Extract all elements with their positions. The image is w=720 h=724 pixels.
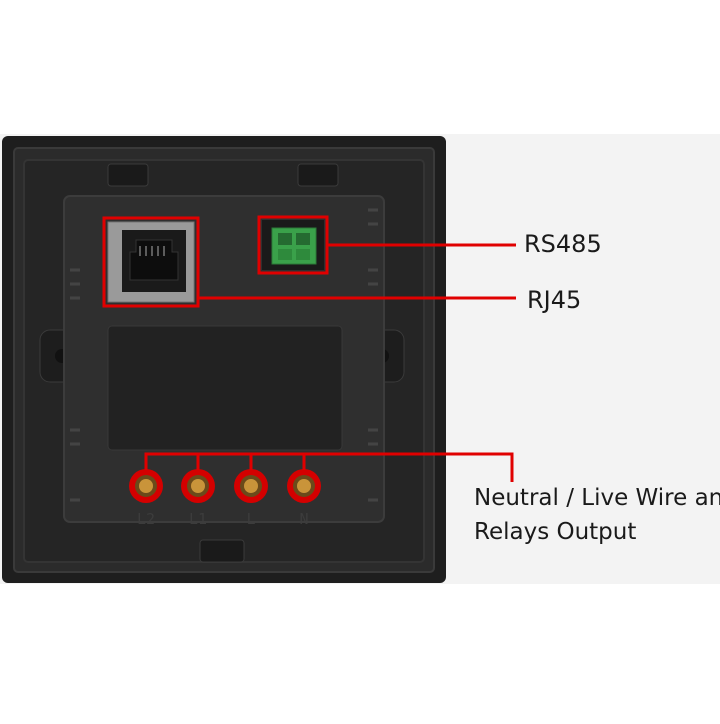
ethernet-port-icon	[107, 221, 195, 303]
power-callout-line	[144, 452, 514, 482]
terminal-label: L2	[137, 510, 155, 528]
top-clip-right	[297, 163, 339, 187]
terminal-block-icon	[262, 220, 324, 270]
terminal-label: N	[299, 510, 308, 528]
terminal-l2	[129, 469, 163, 503]
rj45-highlight	[102, 216, 200, 308]
terminal-l	[234, 469, 268, 503]
top-clip-left	[107, 163, 149, 187]
power-label-line2: Relays Output	[474, 519, 637, 545]
terminal-label: L1	[189, 510, 207, 528]
rj45-label: RJ45	[527, 286, 582, 314]
bottom-clip	[199, 539, 245, 563]
label-recess	[107, 325, 343, 451]
terminal-label: L	[246, 510, 255, 528]
rs485-label: RS485	[524, 230, 602, 258]
callout-lines	[144, 243, 516, 482]
terminal-n	[287, 469, 321, 503]
power-label-line1: Neutral / Live Wire and	[474, 485, 720, 511]
terminal-l1	[181, 469, 215, 503]
power-terminals	[129, 469, 321, 503]
